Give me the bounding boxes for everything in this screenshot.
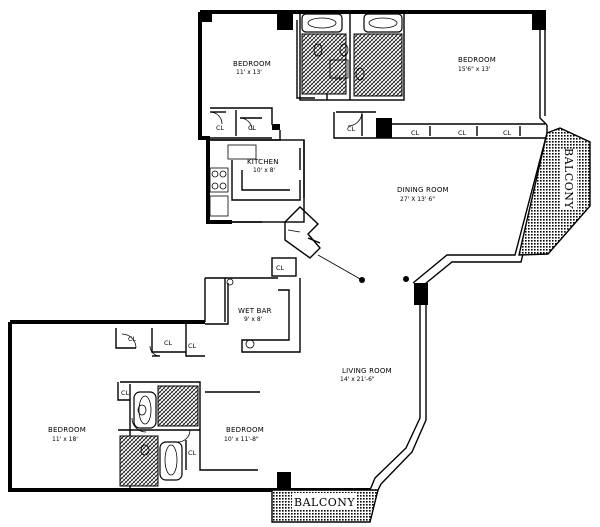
closet-label: CL <box>334 74 343 82</box>
kitchen-dim: 10' x 8' <box>253 167 275 174</box>
closet-label: CL <box>458 129 467 137</box>
bedroom-bottom-right-dim: 10' x 11'-8" <box>224 436 259 443</box>
interior-walls <box>115 11 548 488</box>
wet-bar-dim: 9' x 8' <box>244 316 263 323</box>
bedroom-top-left-name: BEDROOM <box>233 60 271 68</box>
closet-label: CL <box>248 124 257 132</box>
bathroom-fixtures <box>119 13 403 487</box>
closet-labels: CL CL CL CL CL CL CL CL CL CL CL CL CL <box>121 74 512 457</box>
closet-label: CL <box>128 335 137 343</box>
closet-label: CL <box>276 264 285 272</box>
bedroom-bottom-left-dim: 11' x 18' <box>52 436 78 443</box>
closet-label: CL <box>411 129 420 137</box>
living-room-dim: 14' x 21'-6" <box>340 376 375 383</box>
closet-label: CL <box>188 342 197 350</box>
bedroom-bottom-left-name: BEDROOM <box>48 426 86 434</box>
dining-room-name: DINING ROOM <box>397 186 449 194</box>
bedroom-bottom-right-name: BEDROOM <box>226 426 264 434</box>
closet-label: CL <box>503 129 512 137</box>
exterior-walls <box>8 10 554 495</box>
bedroom-top-left-dim: 11' x 13' <box>236 69 262 76</box>
bedroom-top-right-name: BEDROOM <box>458 56 496 64</box>
balcony-right <box>518 127 591 256</box>
closet-label: CL <box>216 124 225 132</box>
dining-room-dim: 27' X 13' 6" <box>400 196 435 203</box>
structural-columns <box>200 10 546 494</box>
closet-label: CL <box>347 125 356 133</box>
wet-bar-name: WET BAR <box>238 307 272 315</box>
bedroom-top-right-dim: 15'6" x 13' <box>458 66 491 73</box>
living-room-name: LIVING ROOM <box>342 367 392 375</box>
closet-label: CL <box>164 339 173 347</box>
kitchen-fixtures <box>209 144 301 217</box>
balcony-bottom-label: BALCONY <box>294 496 355 509</box>
kitchen-name: KITCHEN <box>247 158 279 166</box>
closet-label: CL <box>121 389 130 397</box>
closet-label: CL <box>188 449 197 457</box>
balcony-right-label: BALCONY <box>562 148 575 209</box>
room-labels: BEDROOM 11' x 13' BEDROOM 15'6" x 13' KI… <box>48 56 496 443</box>
